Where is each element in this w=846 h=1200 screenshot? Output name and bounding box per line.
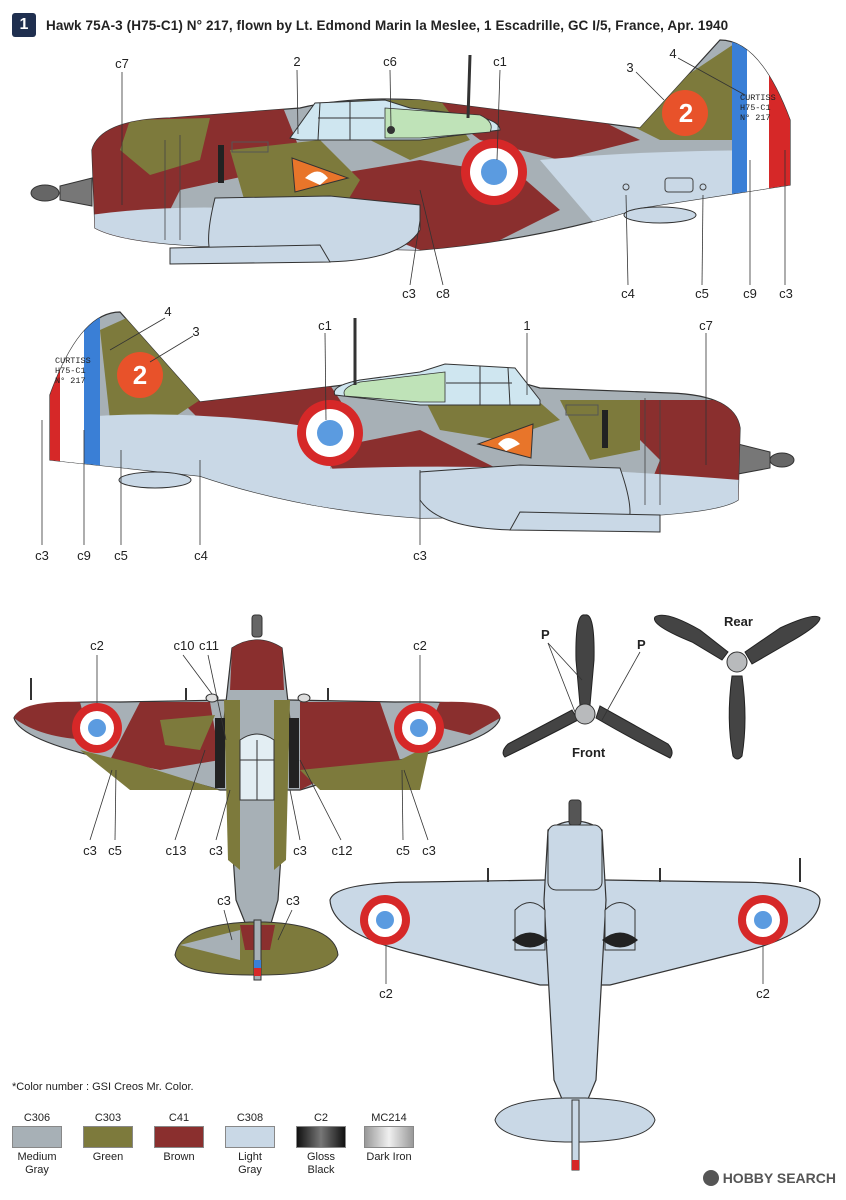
propeller-rear bbox=[653, 614, 821, 760]
swatch-box bbox=[154, 1126, 204, 1148]
callout-label: c9 bbox=[743, 286, 757, 301]
callout-label: 3 bbox=[626, 60, 634, 75]
tail-number-right: 2 bbox=[132, 360, 148, 390]
propeller-front bbox=[502, 614, 673, 759]
swatch-name: Brown bbox=[163, 1151, 195, 1163]
top-view bbox=[13, 614, 501, 981]
swatch-name: Dark Iron bbox=[366, 1151, 412, 1163]
callout-label: 2 bbox=[293, 54, 301, 69]
swatch-code: MC214 bbox=[371, 1112, 407, 1124]
swatch-c303: C303 Green bbox=[83, 1112, 133, 1164]
callout-label: c13 bbox=[165, 843, 187, 858]
callout-label: c11 bbox=[199, 638, 219, 653]
page-title: Hawk 75A-3 (H75-C1) N° 217, flown by Lt.… bbox=[46, 17, 729, 33]
callout-label: c3 bbox=[286, 893, 300, 908]
callout-label: c3 bbox=[83, 843, 97, 858]
callout-label: c4 bbox=[194, 548, 208, 563]
callout-label: c3 bbox=[35, 548, 49, 563]
swatch-box bbox=[225, 1126, 275, 1148]
swatch-name: Light Gray bbox=[238, 1151, 262, 1176]
swatch-code: C306 bbox=[23, 1112, 51, 1124]
callout-label: c12 bbox=[331, 843, 353, 858]
callout-label: c3 bbox=[402, 286, 416, 301]
watermark-text: HOBBY SEARCH bbox=[722, 1170, 836, 1186]
color-note: *Color number : GSI Creos Mr. Color. bbox=[12, 1081, 194, 1093]
swatch-c2: C2 Gloss Black bbox=[296, 1112, 346, 1177]
tail-stencil-line2: H75-C1 bbox=[55, 366, 86, 376]
propeller-rear-label: Rear bbox=[724, 614, 753, 629]
propeller-p-label: P bbox=[541, 627, 550, 642]
swatch-box bbox=[83, 1126, 133, 1148]
callout-label: c6 bbox=[383, 54, 397, 69]
swatch-code: C308 bbox=[236, 1112, 264, 1124]
tail-stencil-line1: CURTISS bbox=[740, 93, 776, 103]
callout-label: c3 bbox=[209, 843, 223, 858]
tail-number-left: 2 bbox=[678, 98, 694, 128]
swatch-c308: C308 Light Gray bbox=[225, 1112, 275, 1177]
callout-label: c3 bbox=[293, 843, 307, 858]
callout-label: c9 bbox=[77, 548, 91, 563]
swatch-box bbox=[364, 1126, 414, 1148]
profile-number-badge: 1 bbox=[12, 13, 36, 37]
callout-label: c3 bbox=[422, 843, 436, 858]
bottom-view bbox=[329, 799, 821, 1171]
tail-stencil-right: CURTISS H75-C1 N° 217 bbox=[55, 356, 91, 386]
callout-label: c1 bbox=[318, 318, 332, 333]
swatch-code: C41 bbox=[168, 1112, 190, 1124]
left-profile-view bbox=[30, 39, 791, 286]
callout-label: 4 bbox=[164, 304, 172, 319]
swatch-box bbox=[12, 1126, 62, 1148]
callout-label: c4 bbox=[621, 286, 635, 301]
watermark-logo-icon bbox=[702, 1170, 719, 1186]
callout-label: c8 bbox=[436, 286, 450, 301]
callout-label: c2 bbox=[379, 986, 393, 1001]
callout-label: c7 bbox=[115, 56, 129, 71]
tail-stencil-line3: N° 217 bbox=[55, 376, 86, 386]
propeller-p-label: P bbox=[637, 637, 646, 652]
callout-label: c3 bbox=[217, 893, 231, 908]
callout-label: c3 bbox=[779, 286, 793, 301]
swatch-c41: C41 Brown bbox=[154, 1112, 204, 1164]
tail-stencil-line1: CURTISS bbox=[55, 356, 91, 366]
callout-label: c5 bbox=[396, 843, 410, 858]
swatch-mc214: MC214 Dark Iron bbox=[364, 1112, 414, 1164]
swatch-box bbox=[296, 1126, 346, 1148]
swatch-name: Green bbox=[92, 1151, 124, 1163]
callout-label: c1 bbox=[493, 54, 507, 69]
callout-label: c2 bbox=[90, 638, 104, 653]
callout-label: 1 bbox=[523, 318, 531, 333]
propeller-front-label: Front bbox=[572, 745, 606, 760]
tail-stencil-line2: H75-C1 bbox=[740, 103, 771, 113]
swatch-code: C303 bbox=[94, 1112, 122, 1124]
swatch-code: C2 bbox=[313, 1112, 329, 1124]
callout-label: 3 bbox=[192, 324, 200, 339]
callout-label: c5 bbox=[108, 843, 122, 858]
tail-stencil-left: CURTISS H75-C1 N° 217 bbox=[740, 93, 776, 123]
callout-label: c10 bbox=[173, 638, 195, 653]
callout-label: c3 bbox=[413, 548, 427, 563]
callout-label: c5 bbox=[695, 286, 709, 301]
tail-stencil-line3: N° 217 bbox=[740, 113, 771, 123]
callout-label: 4 bbox=[669, 46, 677, 61]
callout-label: c7 bbox=[699, 318, 713, 333]
callout-label: c5 bbox=[114, 548, 128, 563]
callout-label: c2 bbox=[756, 986, 770, 1001]
callout-label: c2 bbox=[413, 638, 427, 653]
right-profile-view bbox=[41, 311, 795, 545]
watermark: HOBBY SEARCH bbox=[702, 1170, 836, 1186]
header: 1 Hawk 75A-3 (H75-C1) N° 217, flown by L… bbox=[12, 12, 728, 38]
swatch-name: Gloss Black bbox=[306, 1151, 336, 1176]
